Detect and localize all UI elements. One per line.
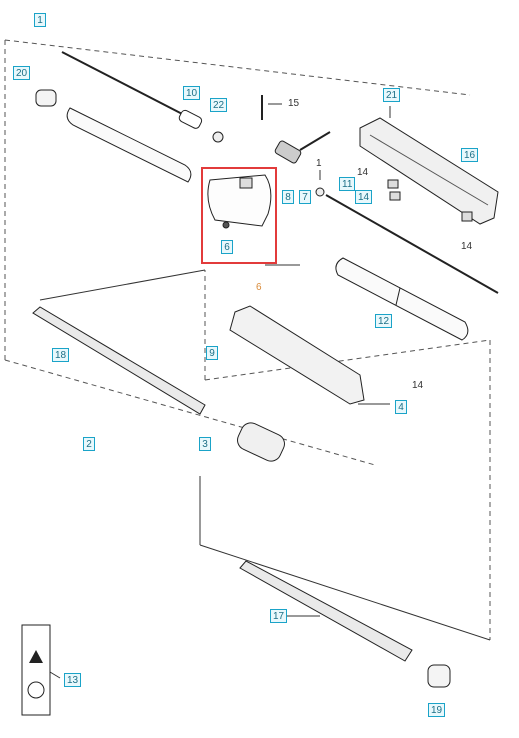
callout-9[interactable]: 9 bbox=[206, 346, 218, 360]
callout-18[interactable]: 18 bbox=[52, 348, 70, 362]
callout-1[interactable]: 1 bbox=[34, 13, 46, 27]
callout-2[interactable]: 2 bbox=[83, 437, 95, 451]
label-15: 15 bbox=[288, 98, 300, 109]
label-6-highlighted: 6 bbox=[256, 282, 262, 293]
callout-19[interactable]: 19 bbox=[428, 703, 446, 717]
callout-20[interactable]: 20 bbox=[13, 66, 31, 80]
callout-7[interactable]: 7 bbox=[299, 190, 311, 204]
highlight-box-part-6 bbox=[201, 167, 277, 264]
label-14-c: 14 bbox=[461, 241, 473, 252]
callout-22[interactable]: 22 bbox=[210, 98, 228, 112]
callout-8[interactable]: 8 bbox=[282, 190, 294, 204]
callout-13[interactable]: 13 bbox=[64, 673, 82, 687]
label-14-a: 14 bbox=[357, 167, 369, 178]
callout-4[interactable]: 4 bbox=[395, 400, 407, 414]
callout-11[interactable]: 11 bbox=[339, 177, 356, 191]
callout-14[interactable]: 14 bbox=[355, 190, 373, 204]
callout-12[interactable]: 12 bbox=[375, 314, 393, 328]
callout-6-inner[interactable]: 6 bbox=[221, 240, 233, 254]
label-14-d: 14 bbox=[412, 380, 424, 391]
callout-17[interactable]: 17 bbox=[270, 609, 288, 623]
callout-3[interactable]: 3 bbox=[199, 437, 211, 451]
label-1-right: 1 bbox=[316, 158, 322, 169]
callout-10[interactable]: 10 bbox=[183, 86, 201, 100]
callout-21[interactable]: 21 bbox=[383, 88, 401, 102]
callout-16[interactable]: 16 bbox=[461, 148, 479, 162]
decal-sheet bbox=[21, 624, 51, 716]
